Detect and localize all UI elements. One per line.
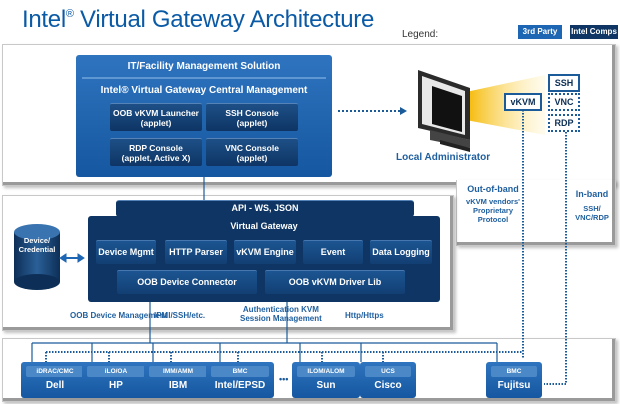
legend-3rd-party: 3rd Party: [518, 25, 562, 39]
vendor-chip: BMC: [491, 366, 537, 377]
vendor-fujitsu: BMC Fujitsu: [486, 362, 542, 398]
virtual-gateway-title: Virtual Gateway: [230, 221, 298, 231]
out-of-band-title: Out-of-band: [467, 184, 519, 194]
module-event: Event: [303, 240, 363, 264]
auth-line2: Session Management: [240, 314, 322, 323]
applet-oob-vkvm-launcher: OOB vKVM Launcher (applet): [110, 103, 202, 131]
api-bar: API - WS, JSON: [116, 200, 414, 217]
in-band-title: In-band: [575, 189, 609, 199]
oob-device-connector: OOB Device Connector: [117, 270, 257, 294]
more-vendors-ellipsis: •••: [279, 374, 289, 384]
in-band-link: [544, 132, 567, 385]
protocol-vkvm: vKVM: [504, 93, 542, 111]
auth-line1: Authentication KVM: [242, 305, 319, 314]
module-vkvm-engine: vKVM Engine: [234, 240, 296, 264]
out-of-band-desc: vKVM vendors': [466, 197, 520, 206]
bidirectional-arrow-icon: [59, 253, 85, 263]
database-label: Device/ Credential: [14, 236, 60, 254]
module-device-mgmt: Device Mgmt: [96, 240, 156, 264]
title-text: Intel: [22, 6, 66, 33]
vendor-name: Dell: [45, 380, 65, 391]
vendor-chip: BMC: [211, 366, 269, 377]
protocol-vnc: VNC: [548, 93, 580, 111]
local-administrator-label: Local Administrator: [396, 152, 491, 163]
applet-label: VNC Console: [225, 143, 279, 153]
in-band-desc: VNC/RDP: [575, 213, 609, 222]
applet-sublabel: (applet): [236, 153, 268, 163]
arrow-right-icon: [400, 107, 407, 115]
legend-intel-comps: Intel Comps: [570, 25, 618, 39]
applet-sublabel: (applet, Active X): [121, 153, 191, 163]
out-of-band-desc: Proprietary: [472, 206, 514, 215]
applet-label: SSH Console: [225, 108, 279, 118]
mgmt-title: IT/Facility Management Solution: [127, 61, 281, 72]
legend-label: Legend:: [402, 29, 439, 40]
applet-label: OOB vKVM Launcher: [113, 108, 199, 118]
http-https-label: Http/Https: [345, 311, 384, 320]
vendor-ibm: IMM/AMM IBM: [144, 362, 212, 398]
vendor-hp: iLO/OA HP: [82, 362, 150, 398]
applet-label: RDP Console: [129, 143, 183, 153]
oob-device-management-label: OOB Device Management: [70, 311, 168, 320]
monitor-icon: [418, 70, 470, 152]
vendor-name: Sun: [316, 380, 336, 391]
protocol-ssh: SSH: [548, 74, 580, 92]
module-data-logging: Data Logging: [370, 240, 432, 264]
registered-mark: ®: [65, 8, 74, 20]
in-band-label: In-band SSH/ VNC/RDP: [570, 189, 614, 222]
applet-sublabel: (applet): [236, 118, 268, 128]
protocol-rdp: RDP: [548, 114, 580, 132]
vendor-intel-epsd: BMC Intel/EPSD: [206, 362, 274, 398]
central-mgmt-title: Intel® Virtual Gateway Central Managemen…: [100, 85, 308, 96]
mgmt-divider: [82, 77, 326, 79]
vendor-cisco: UCS Cisco: [360, 362, 416, 398]
vendor-chip: iLO/OA: [87, 366, 145, 377]
out-of-band-label: Out-of-band vKVM vendors' Proprietary Pr…: [462, 184, 524, 224]
in-band-desc: SSH/: [583, 204, 601, 213]
vendor-chip: UCS: [365, 366, 411, 377]
title-text-rest: Virtual Gateway Architecture: [73, 6, 375, 33]
vendor-sun: ILOM/ALOM Sun: [292, 362, 360, 398]
vendor-name: Intel/EPSD: [214, 380, 266, 391]
applet-rdp-console: RDP Console (applet, Active X): [110, 138, 202, 166]
api-label: API - WS, JSON: [231, 203, 299, 213]
applet-vnc-console: VNC Console (applet): [206, 138, 298, 166]
diagram-title: Intel® Virtual Gateway Architecture: [22, 6, 374, 34]
vendor-name: Cisco: [374, 380, 402, 391]
it-facility-management: IT/Facility Management Solution Intel® V…: [76, 55, 332, 177]
vendor-chip: ILOM/ALOM: [297, 366, 355, 377]
database-icon: [14, 224, 60, 290]
dotted-drops: [45, 352, 384, 362]
vendor-chip: IMM/AMM: [149, 366, 207, 377]
vendor-name: Fujitsu: [497, 380, 531, 391]
oob-vkvm-driver-lib: OOB vKVM Driver Lib: [265, 270, 405, 294]
out-of-band-desc: Protocol: [477, 215, 509, 224]
vendor-chip: iDRAC/CMC: [26, 366, 84, 377]
database-label-line1: Device/: [23, 236, 51, 245]
band-panel: [456, 180, 616, 246]
auth-kvm-session-label: Authentication KVM Session Management: [240, 305, 322, 323]
vendor-name: HP: [109, 380, 123, 391]
applet-sublabel: (applet): [140, 118, 172, 128]
vendor-dell: iDRAC/CMC Dell: [21, 362, 89, 398]
module-http-parser: HTTP Parser: [165, 240, 227, 264]
database-label-line2: Credential: [18, 245, 56, 254]
applet-ssh-console: SSH Console (applet): [206, 103, 298, 131]
vendor-name: IBM: [168, 380, 188, 391]
ipmi-ssh-label: IPMI/SSH/etc.: [154, 311, 206, 320]
